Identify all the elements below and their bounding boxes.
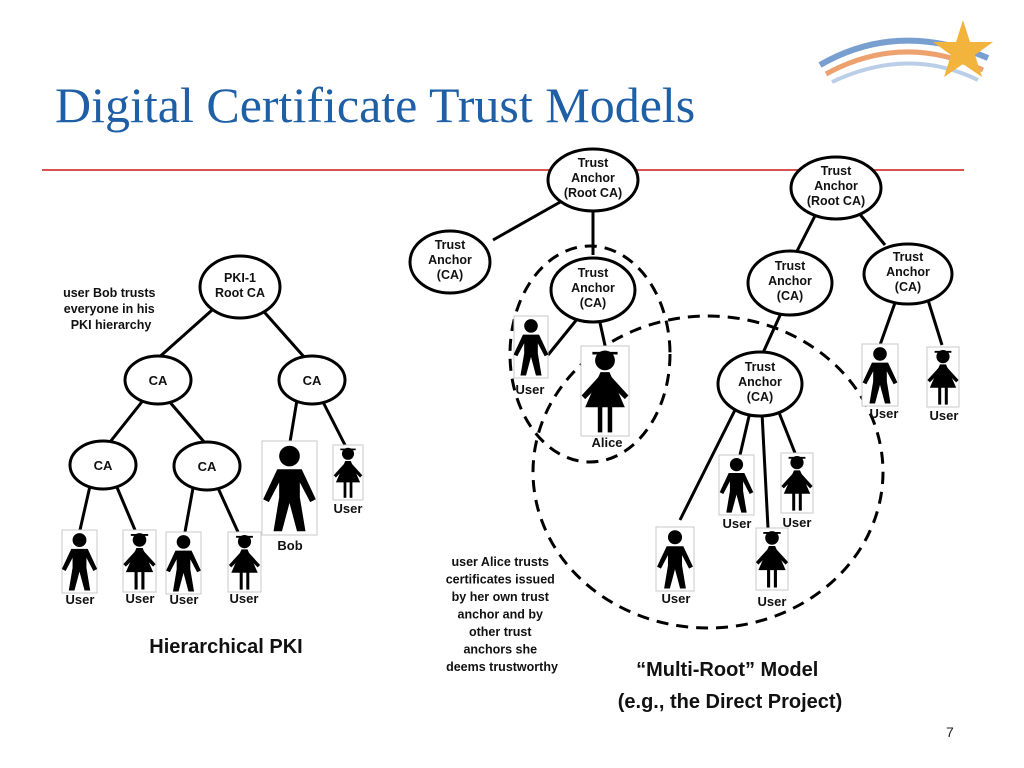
ca-node [277,354,347,406]
root-trust-anchor-node [789,155,883,221]
bob-trust-note: user Bob trusts everyone in his PKI hier… [63,286,159,332]
user-icon [332,444,364,501]
user-icon [61,529,98,594]
node-shapes [68,147,954,492]
ca-node [123,354,193,406]
page-number: 7 [946,724,954,740]
trust-anchor-node [716,350,804,418]
node-label: CA [94,458,113,473]
trust-anchor-node [408,229,492,295]
user-label: User [783,515,812,530]
title-divider [42,169,964,171]
user-label: User [516,382,545,397]
user-icon [718,454,755,516]
user-label: User [930,408,959,423]
node-label: CA [303,373,322,388]
alice-trust-note: user Alice trusts certificates issued by… [446,555,559,674]
user-icon [861,343,899,407]
user-icon [165,531,202,595]
alice-label: Alice [591,435,622,450]
star-swoosh-logo [818,20,993,84]
user-label: User [126,591,155,606]
trust-anchor-node [746,249,834,317]
alice-icon [580,345,630,437]
user-label: User [662,591,691,606]
bob-icon [261,440,318,536]
hierarchical-pki-caption: Hierarchical PKI [149,636,302,658]
pki-root-node [198,254,282,320]
user-icon [655,526,695,592]
slide-title: Digital Certificate Trust Models [55,77,696,133]
node-label: CA [149,373,168,388]
user-label: User [170,592,199,607]
user-label: User [758,594,787,609]
user-label: User [723,516,752,531]
user-icon [780,452,814,514]
ca-node [68,439,138,491]
user-label: User [870,406,899,421]
user-icon [227,531,262,593]
user-label: User [66,592,95,607]
bob-label: Bob [277,538,302,553]
multi-root-trust-boundary [531,314,885,630]
trust-boundaries [508,244,885,630]
alice-trust-boundary [508,244,672,464]
user-label: User [334,501,363,516]
multi-root-caption: “Multi-Root” Model (e.g., the Direct Pro… [618,659,843,713]
star-icon [933,20,993,77]
node-label: CA [198,459,217,474]
trust-anchor-node [549,256,637,324]
user-icon [926,346,960,408]
trust-anchor-node [862,242,954,306]
user-icon [122,529,157,593]
ca-node [172,440,242,492]
root-trust-anchor-node [546,147,640,213]
user-icon [513,315,549,379]
connector-lines [78,199,944,533]
user-icon [755,527,789,591]
user-figures [61,315,960,595]
user-label: User [230,591,259,606]
